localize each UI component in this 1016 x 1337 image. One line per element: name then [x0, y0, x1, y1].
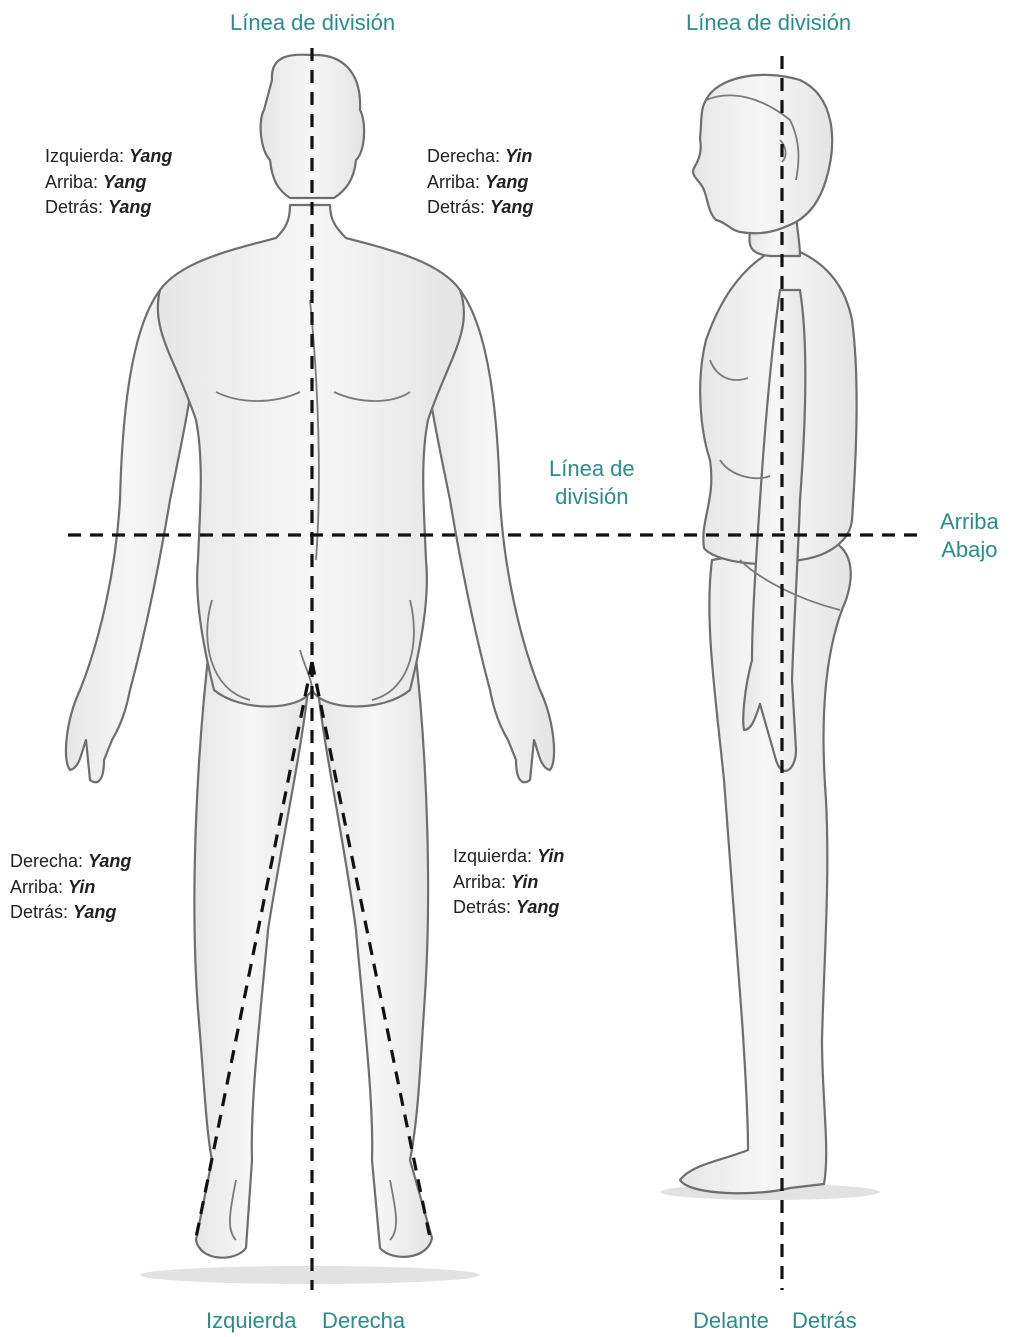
annotation-lower-left: Derecha: Yang Arriba: Yin Detrás: Yang: [10, 849, 131, 926]
division-label-top-back: Línea de división: [230, 10, 395, 36]
ground-shadow-back: [140, 1266, 480, 1284]
izquierda-label: Izquierda: [206, 1308, 297, 1334]
annotation-row: Derecha: Yang: [10, 849, 131, 875]
division-label-middle-line1: Línea de: [549, 455, 635, 483]
annotation-upper-right: Derecha: Yin Arriba: Yang Detrás: Yang: [427, 144, 533, 221]
annotation-row: Izquierda: Yin: [453, 844, 564, 870]
annotation-row: Detrás: Yang: [427, 195, 533, 221]
division-label-top-side: Línea de división: [686, 10, 851, 36]
annotation-row: Arriba: Yang: [427, 170, 533, 196]
back-view-figure: [66, 55, 554, 1258]
arriba-label: Arriba: [940, 508, 999, 536]
division-label-middle-line2: división: [549, 483, 635, 511]
annotation-row: Arriba: Yin: [10, 875, 131, 901]
annotation-row: Arriba: Yang: [45, 170, 172, 196]
annotation-row: Detrás: Yang: [45, 195, 172, 221]
annotation-row: Izquierda: Yang: [45, 144, 172, 170]
annotation-upper-left: Izquierda: Yang Arriba: Yang Detrás: Yan…: [45, 144, 172, 221]
side-head: [693, 75, 832, 233]
side-view-figure: [680, 75, 857, 1193]
arriba-abajo-label: Arriba Abajo: [940, 508, 999, 564]
annotation-row: Arriba: Yin: [453, 870, 564, 896]
annotation-row: Derecha: Yin: [427, 144, 533, 170]
annotation-lower-right: Izquierda: Yin Arriba: Yin Detrás: Yang: [453, 844, 564, 921]
abajo-label: Abajo: [940, 536, 999, 564]
annotation-row: Detrás: Yang: [10, 900, 131, 926]
division-label-middle: Línea de división: [549, 455, 635, 511]
annotation-row: Detrás: Yang: [453, 895, 564, 921]
delante-label: Delante: [693, 1308, 769, 1334]
derecha-label: Derecha: [322, 1308, 405, 1334]
detras-label: Detrás: [792, 1308, 857, 1334]
